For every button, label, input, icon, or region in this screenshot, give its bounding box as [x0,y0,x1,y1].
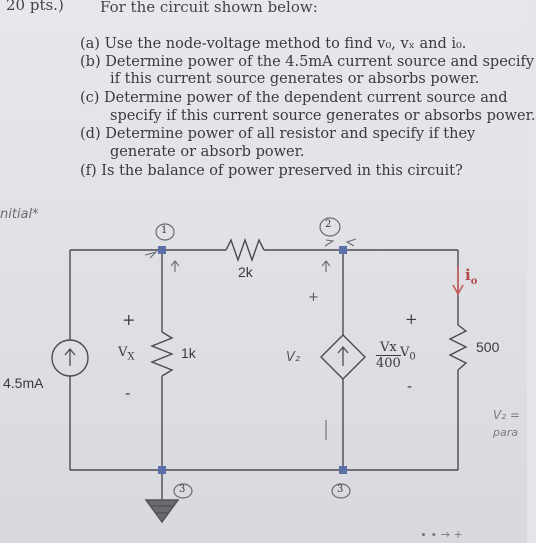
resistor-1k [150,331,174,377]
handwritten-bottom: ∙ ∙ → + [420,528,463,541]
question-text: Use the node-voltage method to find v₀, … [104,36,467,52]
node-3-circle-icon [173,483,193,499]
question-c-line2: specify if this current source generates… [110,108,536,124]
node-dot-3 [158,466,166,474]
question-d-line2: generate or absorb power. [110,144,305,160]
question-b-line2: if this current source generates or abso… [110,71,480,87]
node-3b-circle-icon [331,483,351,499]
node-dot-2 [339,246,347,254]
question-text: Determine power of all resistor and spec… [105,126,476,142]
ground-icon [144,499,180,524]
vx-label: VX [118,345,135,363]
node-3b-label: 3 [337,484,344,495]
handwritten-v2: V₂ [286,350,301,365]
question-letter: (f) [80,163,97,179]
handwritten-v2-plus: + [308,290,319,305]
hand-arrow-2b-icon [345,238,357,247]
intro-text: For the circuit shown below: [100,0,318,16]
handwritten-v2-eq: V₂ = [493,408,520,422]
io-letter: i [465,266,471,284]
resistor-1k-label: 1k [181,345,196,361]
node-2-label: 2 [325,219,332,230]
question-c: (c) Determine power of the dependent cur… [80,90,508,107]
node-2-circle-icon [319,217,341,237]
node-1-label: 1 [161,225,168,236]
node-dot-4 [339,466,347,474]
question-f: (f) Is the balance of power preserved in… [80,163,463,180]
node-3-label: 3 [179,484,186,495]
question-letter: (c) [80,90,100,106]
vx-letter: V [118,345,128,360]
question-d: (d) Determine power of all resistor and … [80,126,475,143]
question-text: Is the balance of power preserved in thi… [101,163,463,179]
question-a: (a) Use the node-voltage method to find … [80,36,466,53]
io-label: io [465,266,477,287]
points-label: 20 pts.) [6,0,64,14]
question-text: Determine power of the 4.5mA current sou… [105,54,535,70]
io-subscript: o [470,276,478,287]
current-source-symbol [51,339,89,377]
resistor-2k-label: 2k [238,264,253,280]
resistor-2k [225,237,265,263]
dep-denominator: 400 [376,356,401,371]
dep-numerator: Vx [376,340,401,356]
node-dot-1 [158,246,166,254]
question-text: Determine power of the dependent current… [104,90,508,106]
vo-minus: - [407,377,413,395]
resistor-500 [448,324,468,371]
question-letter: (b) [80,54,101,70]
node-1-circle-icon [155,223,175,241]
handwritten-parallel: para [493,426,518,439]
dep-source-label: Vx 400 [376,340,401,371]
source-arrow-icon [64,347,76,366]
source-value-label: 4.5mA [3,375,44,391]
question-letter: (d) [80,126,101,142]
vo-label: V0 [400,345,416,363]
vo-subscript: 0 [409,351,416,363]
handwritten-initial: nitial* [0,207,39,222]
dep-arrow-icon [337,345,349,366]
vo-letter: V [400,345,410,360]
question-letter: (a) [80,36,100,52]
resistor-500-label: 500 [476,339,500,355]
vx-minus: - [125,383,131,402]
question-b: (b) Determine power of the 4.5mA current… [80,54,534,71]
hand-arrow-1a-icon [144,250,158,259]
vx-plus: + [122,310,136,329]
hand-arrow-2a-icon [324,239,335,247]
vo-plus: + [405,310,418,328]
vx-subscript: X [127,351,135,363]
